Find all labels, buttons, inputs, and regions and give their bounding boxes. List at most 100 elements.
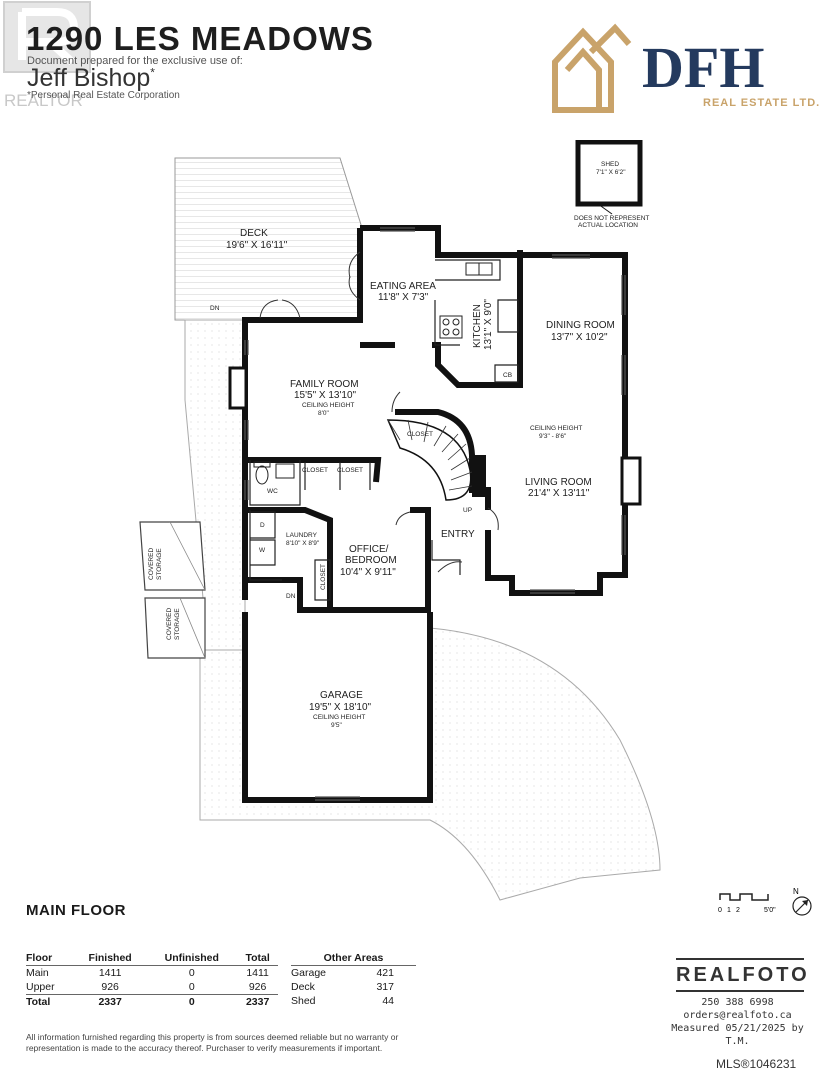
garage-ceiling-label: CEILING HEIGHT	[313, 714, 365, 721]
dining-room-label: DINING ROOM	[546, 320, 615, 331]
stove-icon	[439, 315, 463, 339]
laundry-label: LAUNDRY	[286, 532, 318, 539]
other-areas-header: Other Areas	[291, 951, 416, 966]
cell: Main	[26, 967, 49, 979]
scale-tick-2: 2	[736, 907, 740, 914]
area-table-header: Floor Finished Unfinished Total	[26, 951, 278, 966]
cell: Garage	[291, 967, 327, 979]
kitchen-label: KITCHEN	[472, 304, 483, 348]
cell: Deck	[291, 981, 315, 993]
wc-label: WC	[267, 488, 278, 495]
shed-size: 7'1" X 6'2"	[596, 169, 626, 176]
cell: 926	[101, 981, 119, 993]
deck-area	[174, 157, 363, 321]
cell: Shed	[291, 995, 316, 1007]
cell: 1411	[98, 967, 122, 979]
office-label-2: BEDROOM	[345, 555, 397, 566]
garage-ceiling-value: 9'5"	[331, 722, 342, 729]
agent-corporation: *Personal Real Estate Corporation	[27, 90, 180, 101]
closet-label-1: CLOSET	[302, 467, 328, 474]
covered-storage-2-label-b: STORAGE	[174, 608, 181, 640]
fireplace-family	[228, 366, 248, 410]
garage-stairs-dn-label: DN	[286, 593, 296, 600]
office-size: 10'4" X 9'11"	[340, 567, 396, 578]
shed-note-2: ACTUAL LOCATION	[578, 222, 638, 229]
agent-name: Jeff Bishop*	[27, 64, 155, 93]
covered-storage-1	[139, 521, 206, 591]
garage-label: GARAGE	[320, 690, 363, 701]
dfh-house-icon	[552, 23, 632, 113]
disclaimer-text: All information furnished regarding this…	[26, 1032, 399, 1053]
dfh-tagline: REAL ESTATE LTD.	[703, 97, 820, 109]
garage-size: 19'5" X 18'10"	[309, 702, 372, 713]
phone-number: 250 388 6998	[701, 997, 774, 1008]
cell: 2337	[237, 994, 278, 1009]
cell: 317	[376, 981, 394, 993]
agent-name-text: Jeff Bishop	[27, 64, 151, 92]
covered-storage-1-label-a: COVERED	[148, 548, 155, 580]
dryer-label: D	[260, 522, 265, 529]
living-ceiling-value: 9'3" - 8'6"	[539, 433, 567, 440]
table-row-total: Total 2337 0 2337	[26, 994, 278, 1009]
cb-label: CB	[503, 372, 512, 379]
fireplace-living	[620, 456, 642, 506]
col-unfinished: Unfinished	[146, 951, 238, 966]
kitchen-size: 13'1" X 9'0"	[483, 299, 494, 350]
dfh-text: DFH	[642, 35, 764, 100]
laundry-size: 8'10" X 8'9"	[286, 540, 320, 547]
cell: Upper	[26, 981, 55, 993]
table-row: Garage 421	[291, 966, 416, 981]
covered-storage-1-label-b: STORAGE	[156, 548, 163, 580]
sink-icon	[465, 262, 493, 276]
interior-lines	[249, 259, 519, 601]
wc-sink-icon	[275, 463, 295, 479]
staircase	[386, 419, 486, 501]
scale-bar: 0 1 2 5'0"	[718, 893, 776, 914]
closet-label-office: CLOSET	[320, 564, 327, 590]
scale-tick-5: 5'0"	[764, 907, 776, 914]
prepared-for-text: Document prepared for the exclusive use …	[27, 55, 243, 67]
cell: 1411	[246, 967, 269, 979]
cell: Total	[26, 994, 74, 1009]
floor-label: MAIN FLOOR	[26, 902, 126, 919]
closet-label-2: CLOSET	[337, 467, 363, 474]
toilet-icon	[253, 461, 271, 485]
other-areas-table: Other Areas Garage 421 Deck 317 Shed 44	[291, 951, 416, 1008]
north-arrow-icon: N	[792, 887, 812, 916]
north-label: N	[793, 887, 799, 896]
family-ceiling-value: 8'0"	[318, 410, 329, 417]
closet-label-stair: CLOSET	[407, 431, 433, 438]
scale-tick-0: 0	[718, 907, 722, 914]
cell: 421	[376, 967, 394, 979]
realtor-watermark: REALTOR	[3, 1, 91, 110]
table-row: Shed 44	[291, 994, 416, 1008]
shed	[575, 140, 643, 215]
contact-info: 250 388 6998 orders@realfoto.ca Measured…	[660, 996, 815, 1048]
cell: 0	[188, 967, 195, 979]
living-room-label: LIVING ROOM	[525, 477, 592, 488]
family-room-size: 15'5" X 13'10"	[294, 390, 357, 401]
cell: 44	[382, 995, 394, 1007]
agent-suffix: *	[150, 65, 155, 80]
shed-label: SHED	[601, 161, 619, 168]
stairs-up-label: UP	[463, 507, 472, 514]
doors	[259, 251, 499, 573]
covered-storage-2-label-a: COVERED	[166, 608, 173, 640]
living-ceiling-label: CEILING HEIGHT	[530, 425, 582, 432]
living-room-size: 21'4" X 13'11"	[528, 488, 590, 499]
table-row: Deck 317	[291, 980, 416, 994]
eating-area-label: EATING AREA	[370, 281, 436, 292]
deck-label: DECK	[240, 228, 268, 239]
area-table: Floor Finished Unfinished Total Main 141…	[26, 951, 278, 1009]
table-row: Main 1411 0 1411	[26, 966, 278, 981]
realtor-text: REALTOR	[4, 91, 83, 110]
email-address: orders@realfoto.ca	[683, 1010, 792, 1021]
dining-room-size: 13'7" X 10'2"	[551, 332, 608, 343]
scale-tick-1: 1	[727, 907, 731, 914]
cell: 0	[146, 994, 238, 1009]
office-label-1: OFFICE/	[349, 544, 389, 555]
family-ceiling-label: CEILING HEIGHT	[302, 402, 354, 409]
shed-note-1: DOES NOT REPRESENT	[574, 215, 649, 222]
table-row: Upper 926 0 926	[26, 980, 278, 995]
family-room-label: FAMILY ROOM	[290, 379, 359, 390]
